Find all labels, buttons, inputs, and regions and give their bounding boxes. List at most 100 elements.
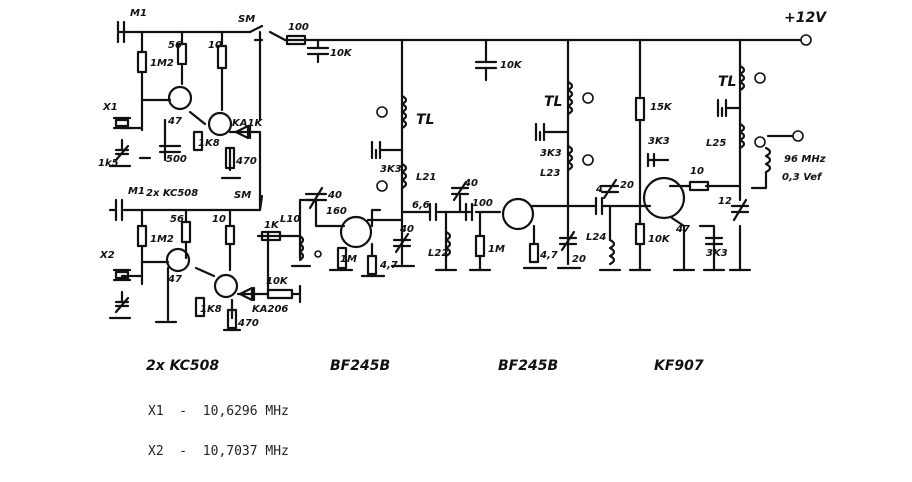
- resistor-56-a: [176, 42, 188, 66]
- resistor-4k7-a: [366, 254, 378, 276]
- output-link: [750, 134, 794, 190]
- resistor-1k8-b: [194, 296, 206, 318]
- label-ka206: KA206: [252, 304, 288, 315]
- resistor-1m-a: [336, 246, 348, 270]
- label-supply: +12V: [784, 10, 827, 26]
- trimmer-12: [730, 198, 750, 222]
- crystal-note-x2: X2 - 10,7037 MHz: [148, 444, 289, 459]
- cap-3k3-a: [370, 140, 404, 160]
- label-56-b: 56: [170, 214, 184, 225]
- label-47-b: 47: [167, 274, 182, 285]
- resistor-15k: [634, 96, 646, 122]
- crystal-x1: [112, 116, 132, 130]
- m1-cap-mid: [114, 198, 124, 222]
- test-point-b: [376, 106, 388, 118]
- label-160: 160: [326, 206, 347, 217]
- coil-tl-a: [400, 94, 408, 130]
- cap-500: [158, 144, 182, 154]
- cap-6-6: [428, 202, 438, 222]
- label-10-b: 10: [212, 214, 226, 225]
- label-1m-b: 1M: [488, 244, 505, 255]
- label-c10k-a: 10K: [330, 48, 353, 59]
- label-3k3-b: 3K3: [540, 148, 562, 159]
- jfet-mixer: [339, 215, 373, 249]
- label-47-a: 47: [167, 116, 182, 127]
- label-c10k-b: 10K: [500, 60, 523, 71]
- resistor-10-a: [216, 44, 228, 70]
- test-point-d: [582, 92, 594, 104]
- label-4: 4: [595, 184, 603, 195]
- cap-10k-b: [474, 38, 498, 82]
- label-m1-mid: M1: [128, 186, 145, 197]
- label-kf907: KF907: [654, 358, 704, 374]
- label-1m-a: 1M: [340, 254, 357, 265]
- label-10k-b: 10K: [648, 234, 671, 245]
- trimmer-40-c: [450, 180, 470, 202]
- resistor-1m2-b: [136, 224, 148, 248]
- label-10-out: 10: [690, 166, 704, 177]
- label-20-a: 20: [572, 254, 586, 265]
- transistor-q1a: [167, 85, 193, 111]
- ground-mixer: [290, 264, 416, 278]
- label-r100: 100: [288, 22, 309, 33]
- label-sm-mid: SM: [234, 190, 251, 201]
- cap-3k3-e: [716, 98, 742, 118]
- transistor-q2b: [213, 273, 239, 299]
- resistor-1m2-a: [136, 50, 148, 74]
- trimmer-cap-osc2: [114, 290, 130, 314]
- supply-rail: [116, 30, 802, 42]
- resistor-100: [285, 34, 307, 46]
- osc1-wiring: [120, 30, 262, 202]
- terminal-10k: [290, 284, 302, 304]
- cap-10k-a: [306, 38, 330, 64]
- label-12: 12: [718, 196, 732, 207]
- crystal-note-x1: X1 - 10,6296 MHz: [148, 404, 289, 419]
- label-l22: L22: [428, 248, 448, 259]
- label-sm-top: SM: [238, 14, 255, 25]
- coil-l22: [444, 230, 452, 258]
- trimmer-cap-1k5: [114, 138, 130, 162]
- label-3k3-d: 3K3: [706, 248, 728, 259]
- label-kc508-bottom: 2x KC508: [146, 358, 219, 374]
- test-point-a: [314, 250, 322, 258]
- resistor-1m-b: [474, 234, 486, 258]
- label-l23: L23: [540, 168, 560, 179]
- label-3k3-c: 3K3: [648, 136, 670, 147]
- label-1k8-a: 1K8: [198, 138, 220, 149]
- coil-l24: [608, 238, 616, 266]
- label-freq: 96 MHz: [784, 154, 826, 165]
- label-bf245b-2: BF245B: [498, 358, 558, 374]
- label-m1-top: M1: [130, 8, 147, 19]
- label-4k7-a: 4,7: [379, 260, 398, 271]
- coil-l10: [298, 234, 305, 262]
- label-level: 0,3 Vef: [782, 172, 823, 183]
- resistor-10-out: [688, 180, 710, 192]
- supply-terminal: [800, 34, 812, 46]
- test-point-g: [754, 136, 766, 148]
- cap-100: [464, 202, 474, 222]
- resistor-470-b: [226, 308, 238, 330]
- label-tl-b: TL: [544, 94, 562, 110]
- output-terminal: [792, 130, 804, 142]
- label-kc508-mid: 2x KC508: [146, 188, 198, 199]
- label-56-a: 56: [168, 40, 182, 51]
- coil-tl-c: [738, 64, 746, 92]
- label-x2: X2: [99, 250, 115, 261]
- label-x1: X1: [102, 102, 118, 113]
- label-l10: L10: [280, 214, 300, 225]
- resistor-4k7-b: [528, 242, 540, 264]
- label-l25: L25: [706, 138, 726, 149]
- label-1m2-a: 1M2: [150, 58, 174, 69]
- label-3k3-a: 3K3: [380, 164, 402, 175]
- label-l24: L24: [586, 232, 606, 243]
- test-point-c: [376, 180, 388, 192]
- jfet-amp: [501, 197, 535, 231]
- label-500: 500: [166, 154, 187, 165]
- label-100: 100: [472, 198, 493, 209]
- label-1m2-b: 1M2: [150, 234, 174, 245]
- ground-osc1: [108, 156, 242, 180]
- trimmer-40-a: [304, 186, 328, 210]
- diode-ka206: [238, 286, 256, 302]
- label-40-c: 40: [463, 178, 478, 189]
